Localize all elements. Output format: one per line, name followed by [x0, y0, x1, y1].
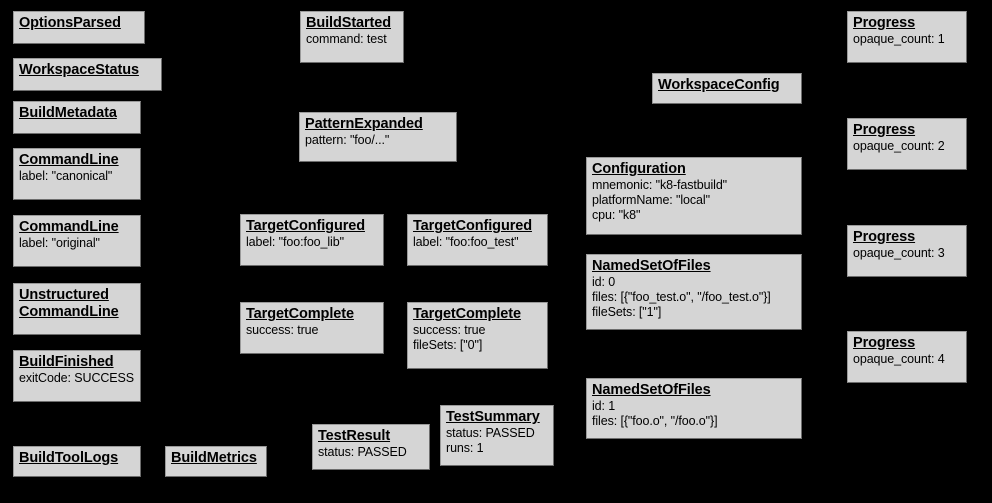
- event-node-fields: opaque_count: 2: [853, 139, 945, 153]
- event-node-workspace-status[interactable]: WorkspaceStatus: [13, 58, 162, 91]
- event-node-title: CommandLine: [19, 152, 119, 168]
- event-node-fields: opaque_count: 4: [853, 352, 945, 366]
- event-node-fields: label: "foo:foo_lib": [246, 235, 344, 249]
- event-node-fields: id: 0 files: [{"foo_test.o", "/foo_test.…: [592, 275, 771, 319]
- event-node-title: Progress: [853, 15, 916, 31]
- event-node-title: OptionsParsed: [19, 15, 121, 31]
- event-node-fields: label: "original": [19, 236, 100, 250]
- event-node-title: TargetComplete: [246, 306, 354, 322]
- event-node-fields: success: true fileSets: ["0"]: [413, 323, 486, 352]
- event-node-title: TargetConfigured: [413, 218, 532, 234]
- event-node-fields: pattern: "foo/...": [305, 133, 390, 147]
- event-node-title: PatternExpanded: [305, 116, 423, 132]
- event-node-build-metadata[interactable]: BuildMetadata: [13, 101, 141, 134]
- event-node-title: WorkspaceStatus: [19, 62, 139, 78]
- event-node-title: BuildFinished: [19, 354, 114, 370]
- event-node-fields: label: "canonical": [19, 169, 113, 183]
- event-node-title: Progress: [853, 122, 916, 138]
- event-node-title: Progress: [853, 229, 916, 245]
- event-node-title: TargetComplete: [413, 306, 521, 322]
- event-node-title: TestResult: [318, 428, 391, 444]
- event-node-build-tool-logs[interactable]: BuildToolLogs: [13, 446, 141, 477]
- event-node-build-metrics[interactable]: BuildMetrics: [165, 446, 267, 477]
- event-node-title: BuildMetrics: [171, 450, 257, 466]
- event-node-title: Progress: [853, 335, 916, 351]
- event-node-fields: opaque_count: 1: [853, 32, 945, 46]
- event-node-title: BuildStarted: [306, 15, 392, 31]
- event-node-fields: mnemonic: "k8-fastbuild" platformName: "…: [592, 178, 728, 222]
- event-node-title: Configuration: [592, 161, 686, 177]
- event-node-title: BuildMetadata: [19, 105, 117, 121]
- event-node-fields: status: PASSED runs: 1: [446, 426, 535, 455]
- event-node-fields: exitCode: SUCCESS: [19, 371, 135, 385]
- event-node-workspace-config[interactable]: WorkspaceConfig: [652, 73, 802, 104]
- event-node-fields: opaque_count: 3: [853, 246, 945, 260]
- event-node-fields: label: "foo:foo_test": [413, 235, 519, 249]
- event-node-fields: command: test: [306, 32, 387, 46]
- event-node-title: TestSummary: [446, 409, 540, 425]
- event-node-title: TargetConfigured: [246, 218, 365, 234]
- event-node-title: CommandLine: [19, 219, 119, 235]
- event-node-title: WorkspaceConfig: [658, 77, 780, 93]
- event-node-title: Unstructured CommandLine: [19, 287, 119, 320]
- event-node-unstructured-command-line[interactable]: Unstructured CommandLine: [13, 283, 141, 335]
- event-node-title: NamedSetOfFiles: [592, 258, 711, 274]
- event-node-options-parsed[interactable]: OptionsParsed: [13, 11, 145, 44]
- event-node-title: BuildToolLogs: [19, 450, 119, 466]
- event-node-fields: success: true: [246, 323, 319, 337]
- event-node-fields: status: PASSED: [318, 445, 407, 459]
- event-node-title: NamedSetOfFiles: [592, 382, 711, 398]
- event-node-fields: id: 1 files: [{"foo.o", "/foo.o"}]: [592, 399, 718, 428]
